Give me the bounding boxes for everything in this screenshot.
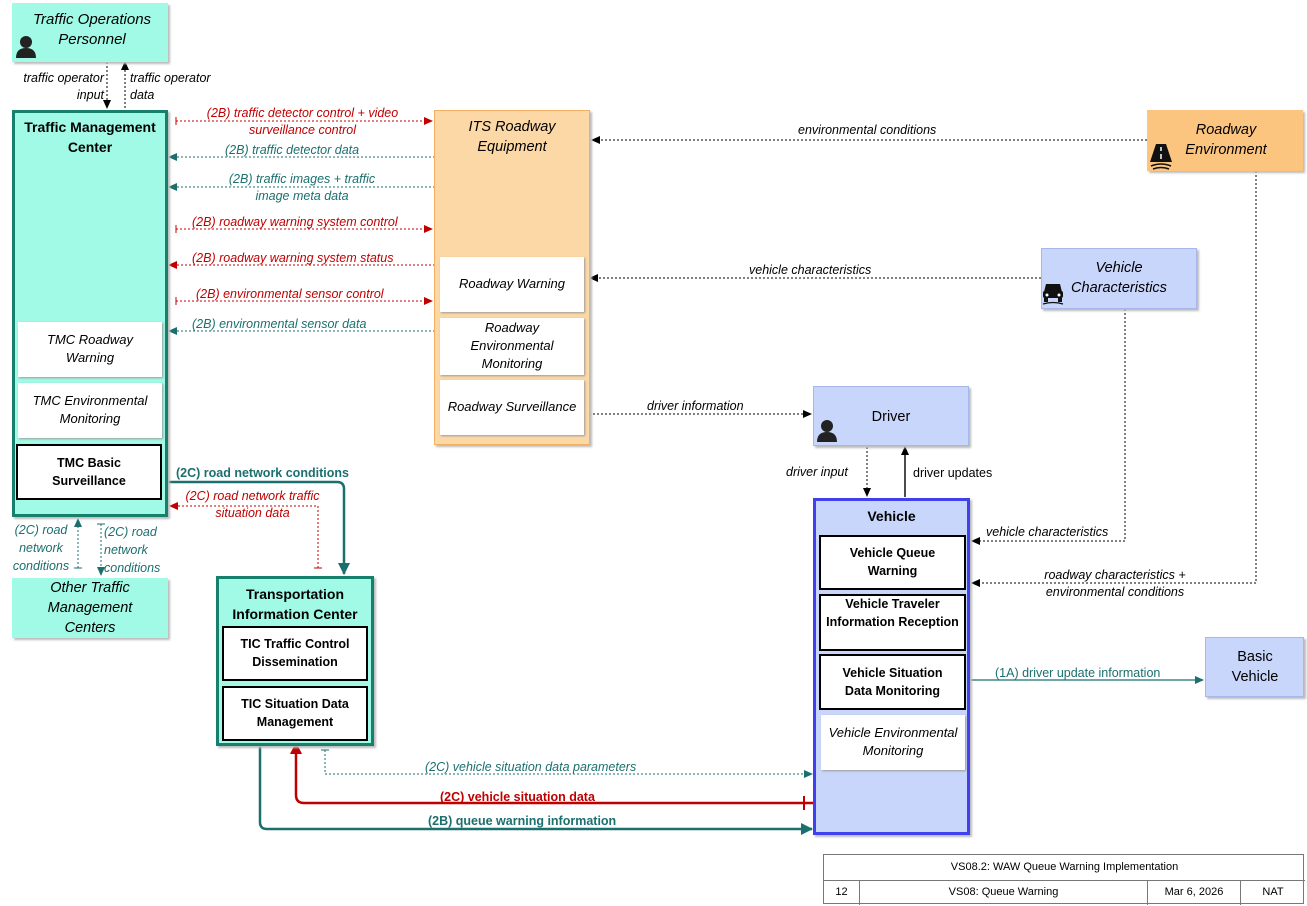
flow-label-detector-control: (2B) traffic detector control + video su… [206,106,399,137]
flow-roadway-char-env [971,171,1257,587]
roadway-env-monitoring-label: Roadway Environmental Monitoring [470,320,554,371]
driver-node[interactable] [813,386,969,446]
flow-vehicle-situation-data [290,742,814,805]
flow-label-roadway-char-env: roadway characteristics + environmental … [1044,568,1186,599]
tmc-basic-surveillance-element[interactable] [16,444,162,500]
tmc-environmental-monitoring-element[interactable] [18,383,162,438]
vehicle-traveler-info-label: Vehicle Traveler Information Reception [826,597,959,629]
flow-label-rw-system-status: (2B) roadway warning system status [192,251,394,265]
flow-label-rw-system-control: (2B) roadway warning system control [192,215,398,229]
vehicle-env-monitoring-element[interactable] [821,715,965,770]
flow-label-vehicle-characteristics-a: vehicle characteristics [749,263,872,277]
tmc-basic-surveillance-label: TMC Basic Surveillance [52,456,126,488]
flow-label-driver-information: driver information [647,399,744,413]
flow-label-road-network-traffic-situation: (2C) road network traffic situation data [185,489,320,520]
flow-road-network-conditions [166,480,350,575]
vehicle-characteristics-label: Vehicle Characteristics [1071,260,1167,296]
tmc-roadway-warning-element[interactable] [18,322,162,377]
vehicle-characteristics-node[interactable] [1041,248,1197,309]
traffic-operations-personnel-node[interactable] [12,3,168,62]
flow-label-vehicle-situation-data: (2C) vehicle situation data [440,790,595,804]
flow-queue-warning-info [258,746,813,835]
person-icon [16,36,36,58]
title-block-number: 12 [824,880,860,905]
roadway-surveillance-element[interactable] [440,380,584,435]
car-icon [1042,284,1064,305]
person-icon [817,420,837,442]
flow-label-traffic-operator-data: traffic operator data [130,71,211,102]
vehicle-situation-monitoring-label: Vehicle Situation Data Monitoring [842,666,943,698]
vehicle-situation-monitoring-element[interactable] [819,654,966,710]
flow-vehicle-characteristics-b [971,309,1126,545]
vehicle-queue-warning-label: Vehicle Queue Warning [849,546,936,578]
tic-label: Transportation Information Center [232,586,358,622]
other-tmc-node[interactable] [12,578,168,638]
flow-label-traffic-images: (2B) traffic images + traffic image meta… [228,172,376,203]
flow-road-network-traffic-situation [169,502,319,568]
title-block-title: VS08.2: WAW Queue Warning Implementation [824,855,1305,881]
flow-label-driver-update-info: (1A) driver update information [995,666,1161,680]
vehicle-traveler-info-element[interactable] [819,594,966,651]
tmc-roadway-warning-label: TMC Roadway Warning [47,332,133,365]
flow-label-driver-input: driver input [786,465,848,479]
roadway-env-monitoring-element[interactable] [440,318,584,375]
vehicle-env-monitoring-label: Vehicle Environmental Monitoring [828,725,958,758]
flow-label-detector-data: (2B) traffic detector data [225,143,360,157]
flow-label-road-network-conditions: (2C) road network conditions [176,466,349,480]
flow-label-rnc-right: (2C) road network conditions [104,525,161,575]
title-block: VS08.2: WAW Queue Warning Implementation… [823,854,1305,905]
roadway-environment-label: Roadway Environment [1185,122,1267,158]
flow-label-vehicle-characteristics-b: vehicle characteristics [986,525,1109,539]
tic-situation-mgmt-element[interactable] [222,686,368,741]
traffic-management-center-label: Traffic Management Center [24,119,156,155]
roadway-warning-element[interactable] [440,257,584,312]
road-icon [1150,144,1172,170]
roadway-environment-node[interactable] [1147,110,1303,171]
flow-label-queue-warning-info: (2B) queue warning information [428,814,617,828]
flow-label-vehicle-situation-params: (2C) vehicle situation data parameters [425,760,637,774]
flow-label-environmental-conditions: environmental conditions [798,123,937,137]
flow-label-env-sensor-control: (2B) environmental sensor control [196,287,384,301]
vehicle-queue-warning-element[interactable] [819,535,966,590]
tic-situation-mgmt-label: TIC Situation Data Management [241,697,349,729]
driver-label: Driver [871,409,911,425]
title-block-date: Mar 6, 2026 [1148,880,1241,905]
basic-vehicle-node[interactable] [1205,637,1304,697]
tmc-environmental-monitoring-label: TMC Environmental Monitoring [32,393,148,426]
traffic-operations-personnel-label: Traffic Operations Personnel [32,11,152,48]
flow-vehicle-situation-params [324,750,813,778]
flow-label-env-sensor-data: (2B) environmental sensor data [192,317,367,331]
its-roadway-equipment-label: ITS Roadway Equipment [468,119,556,155]
tic-traffic-control-element[interactable] [222,626,368,681]
other-tmc-label: Other Traffic Management Centers [47,580,133,636]
roadway-warning-label: Roadway Warning [459,276,565,291]
title-block-scope: NAT [1262,886,1284,898]
tic-traffic-control-label: TIC Traffic Control Dissemination [240,637,350,669]
title-block-subtitle: VS08: Queue Warning [860,880,1148,905]
roadway-surveillance-label: Roadway Surveillance [447,399,577,414]
flow-label-traffic-operator-input: traffic operator input [23,71,104,102]
flow-label-driver-updates: driver updates [913,466,993,480]
flow-label-rnc-left: (2C) road network conditions [12,523,70,573]
basic-vehicle-label: Basic Vehicle [1231,649,1279,685]
vehicle-label: Vehicle [867,508,916,524]
